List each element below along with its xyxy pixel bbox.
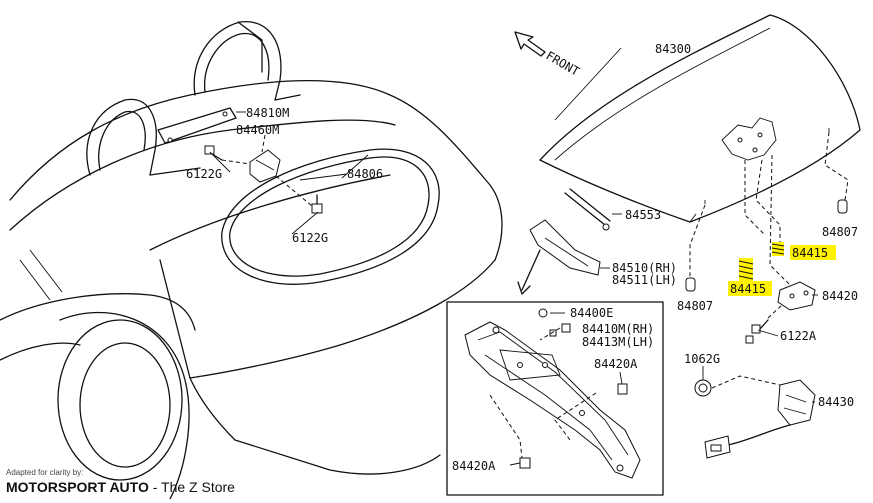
label-84430: 84430 <box>818 395 854 409</box>
spring-84415-b <box>738 258 754 284</box>
label-6122a: 6122A <box>780 329 817 343</box>
detail-inset-box <box>446 301 664 496</box>
part-1062g-grommet <box>694 379 712 397</box>
highlight-84415-b <box>728 281 772 296</box>
label-6122g-a: 6122G <box>186 167 222 181</box>
label-1062g: 1062G <box>684 352 720 366</box>
label-84413m: 84413M(LH) <box>582 335 654 349</box>
bumper-84807-a <box>837 199 848 214</box>
part-84810m-strip <box>157 107 246 144</box>
label-front: FRONT <box>544 48 582 78</box>
bolt-6122g-a <box>204 145 223 161</box>
label-84553: 84553 <box>625 208 661 222</box>
label-84415-b: 84415 <box>730 282 766 296</box>
part-84430-latch <box>704 375 816 459</box>
label-84460m: 84460M <box>236 123 279 137</box>
label-84415-a: 84415 <box>792 246 828 260</box>
front-direction-arrow <box>514 31 546 57</box>
credit-brand: MOTORSPORT AUTO <box>6 479 149 495</box>
spring-84415-a <box>771 242 785 256</box>
car-body-outline <box>0 79 503 500</box>
bolt-6122g-b <box>311 194 323 214</box>
highlight-84415-a <box>790 245 836 260</box>
part-84806-trunk-seal <box>221 148 440 285</box>
label-leader-lines <box>209 47 818 466</box>
part-84300-trunk-lid <box>539 14 861 223</box>
label-6122g-b: 6122G <box>292 231 328 245</box>
label-84807-b: 84807 <box>677 299 713 313</box>
part-84553-gas-strut <box>564 188 622 231</box>
label-84300: 84300 <box>655 42 691 56</box>
label-84511lh: 84511(LH) <box>612 273 677 287</box>
label-84806: 84806 <box>347 167 383 181</box>
label-84810m: 84810M <box>246 106 289 120</box>
credit-brand-line: MOTORSPORT AUTO - The Z Store <box>6 479 235 495</box>
label-84510rh: 84510(RH) <box>612 261 677 275</box>
seat-headrests <box>86 21 301 176</box>
label-84420: 84420 <box>822 289 858 303</box>
lid-leader-lines <box>689 131 849 286</box>
part-84420-striker <box>745 281 816 344</box>
part-84460m-lock <box>221 134 313 207</box>
label-84400e: 84400E <box>570 306 613 320</box>
part-84510-hinge <box>517 219 601 295</box>
credit-caption: Adapted for clarity by: <box>6 468 84 477</box>
bumper-84807-b <box>685 277 696 292</box>
label-84420a-b: 84420A <box>452 459 496 473</box>
label-84807-a: 84807 <box>822 225 858 239</box>
credit-suffix: - The Z Store <box>148 479 235 495</box>
label-84420a-a: 84420A <box>594 357 638 371</box>
label-84410m: 84410M(RH) <box>582 322 654 336</box>
part-labels: FRONT 84300 84810M 84460M 6122G 84806 61… <box>186 42 858 473</box>
